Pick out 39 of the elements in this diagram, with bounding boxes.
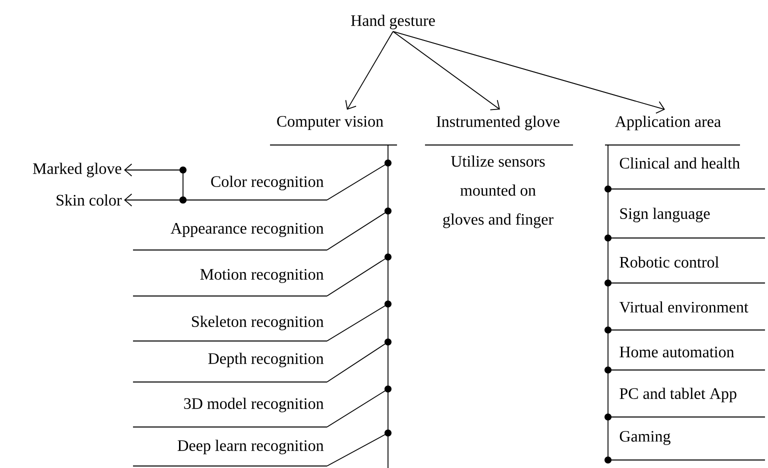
method-item: Motion recognition <box>132 268 328 296</box>
tree-branch <box>604 186 766 192</box>
arrow <box>124 194 186 206</box>
tree-branch <box>604 414 766 420</box>
category-heading: Application area <box>604 116 740 146</box>
application-item: Virtual environment <box>619 301 748 313</box>
tree-branch <box>326 386 392 428</box>
description-text: Utilize sensors mounted on gloves and finger <box>443 156 554 228</box>
tree-branch <box>604 456 766 464</box>
application-item: Clinical and health <box>620 157 740 169</box>
method-item: Skeleton recognition <box>132 316 328 342</box>
leaf-label: Marked glove <box>32 162 122 178</box>
tree-branch <box>326 338 392 382</box>
tree-branch <box>326 254 392 296</box>
application-item: Robotic control <box>620 256 719 268</box>
tree-branch <box>326 430 392 466</box>
method-item: Depth recognition <box>132 352 328 382</box>
application-item: PC and tablet App <box>620 388 736 402</box>
application-item: Gaming <box>620 430 670 445</box>
tree-branch <box>604 234 766 242</box>
leaf-label: Skin color <box>56 194 122 206</box>
method-item: Color recognition <box>182 176 328 200</box>
arrow <box>392 31 500 110</box>
arrow <box>392 31 665 114</box>
category-heading: Computer vision <box>270 116 398 146</box>
tree-branch <box>326 160 392 200</box>
application-item: Home automation <box>620 346 734 358</box>
tree-branch <box>604 366 766 374</box>
arrow <box>345 31 394 110</box>
category-heading: Instrumented glove <box>424 116 574 146</box>
application-item: Sign language <box>620 208 710 222</box>
tree-branch <box>604 326 766 334</box>
tree-branch <box>604 280 766 286</box>
tree-branch <box>326 300 392 342</box>
method-item: 3D model recognition <box>132 398 328 428</box>
root-heading: Hand gesture <box>351 14 435 30</box>
tree-branch <box>326 208 392 250</box>
method-item: Appearance recognition <box>132 222 328 250</box>
method-item: Deep learn recognition <box>132 440 328 466</box>
